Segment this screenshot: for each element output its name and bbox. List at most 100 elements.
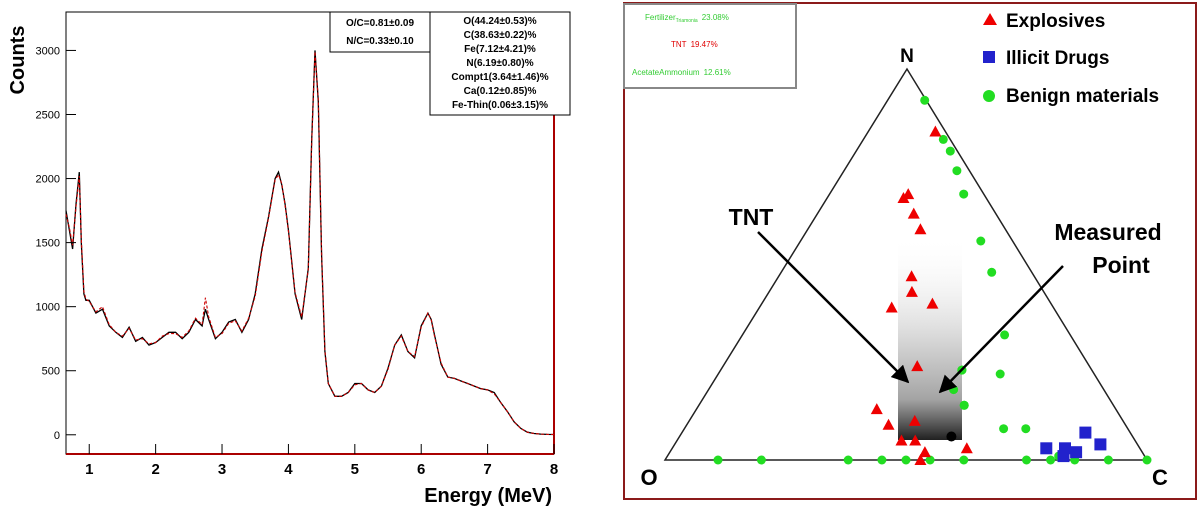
fit-value: 19.47%	[691, 40, 718, 49]
spectrum-series	[65, 50, 555, 436]
benign-point	[952, 166, 962, 176]
x-tick-label: 1	[85, 461, 93, 478]
composition-line: O(44.24±0.53)%	[463, 16, 536, 27]
measured-distribution-blob	[898, 235, 962, 440]
benign-point	[1022, 455, 1031, 465]
x-tick-label: 7	[483, 461, 491, 478]
x-tick-label: 2	[151, 461, 159, 478]
benign-point	[925, 455, 935, 465]
benign-point	[945, 146, 955, 156]
explosive-point	[914, 454, 927, 465]
explosive-point	[870, 403, 883, 415]
benign-point	[959, 400, 969, 410]
ratio-nc: N/C=0.33±0.10	[346, 36, 414, 47]
legend-explosives-label: Explosives	[1006, 11, 1105, 32]
benign-point	[1000, 330, 1010, 340]
benign-point	[938, 134, 948, 144]
vertex-label-n: N	[900, 46, 914, 67]
explosive-point	[895, 434, 908, 446]
ternary-points	[713, 95, 1152, 465]
fit-name: AcetateAmmonium	[632, 68, 700, 77]
fit-value: 12.61%	[704, 68, 731, 77]
ternary-chart: FertilizerTriamonia 23.08% TNT 19.47% Acet…	[623, 2, 1197, 500]
explosive-point	[914, 223, 927, 235]
y-tick-label: 500	[42, 366, 60, 378]
composition-lines: O(44.24±0.53)% C(38.63±0.22)% Fe(7.12±4.21…	[451, 16, 548, 111]
annotation-measured-arrow	[938, 265, 1064, 394]
fit-line-2: AcetateAmmonium 12.61%	[632, 68, 731, 77]
x-tick-label: 8	[550, 461, 558, 478]
composition-line: Fe-Thin(0.06±3.15)%	[452, 100, 548, 111]
x-tick-label: 5	[351, 461, 359, 478]
drug-point	[1059, 442, 1071, 455]
benign-point	[756, 455, 766, 465]
explosive-point	[902, 188, 915, 200]
annotation-measured-line2: Point	[1092, 252, 1150, 278]
drug-point	[1094, 438, 1107, 451]
annotation-tnt-arrow	[757, 231, 910, 384]
composition-line: C(38.63±0.22)%	[464, 30, 537, 41]
spectrum-x-axis-label: Energy (MeV)	[424, 485, 552, 507]
drug-point	[1070, 446, 1083, 459]
explosive-point	[918, 446, 931, 458]
fit-box	[623, 3, 797, 89]
benign-point	[949, 385, 959, 395]
benign-point	[1103, 455, 1113, 465]
y-tick-label: 2500	[36, 109, 60, 121]
legend-benign-label: Benign materials	[1006, 86, 1159, 107]
explosive-point	[909, 434, 922, 446]
benign-point	[1142, 455, 1152, 465]
benign-point	[713, 455, 723, 465]
explosive-point	[960, 442, 973, 454]
fit-line-1: TNT 19.47%	[671, 40, 718, 49]
fit-name: TNT	[671, 40, 687, 49]
composition-line: Fe(7.12±4.21)%	[464, 44, 536, 55]
legend: Explosives Illicit Drugs Benign material…	[983, 11, 1159, 107]
y-tick-label: 1500	[36, 238, 60, 250]
benign-point	[1021, 424, 1031, 434]
spectrum-y-axis-label: Counts	[7, 26, 29, 95]
benign-point	[999, 424, 1009, 434]
vertex-label-o: O	[640, 465, 657, 490]
composition-line: N(6.19±0.80)%	[466, 58, 533, 69]
benign-point	[920, 95, 930, 105]
measured-point	[946, 431, 957, 442]
x-tick-label: 4	[284, 461, 293, 478]
drug-point	[1040, 442, 1053, 455]
legend-triangle-marker	[983, 13, 997, 25]
fit-spectrum-line	[65, 51, 555, 436]
fit-sub: Triamonia	[676, 18, 698, 24]
y-tick-label: 1000	[36, 302, 60, 314]
explosive-point	[907, 207, 920, 219]
benign-point	[987, 267, 997, 277]
explosive-point	[926, 297, 939, 309]
benign-point	[843, 455, 853, 465]
vertex-label-c: C	[1152, 465, 1168, 490]
benign-point	[959, 455, 969, 465]
explosive-point	[929, 125, 942, 137]
drug-point	[1079, 426, 1092, 439]
explosive-point	[905, 285, 918, 297]
explosive-point	[911, 360, 924, 372]
ratio-oc: O/C=0.81±0.09	[346, 18, 414, 29]
fit-name: Fertilizer	[645, 13, 676, 22]
composition-line: Compt1(3.64±1.46)%	[451, 72, 548, 83]
benign-point	[877, 455, 887, 465]
legend-drugs-label: Illicit Drugs	[1006, 48, 1109, 69]
explosive-point	[882, 418, 895, 430]
benign-point	[1046, 455, 1056, 465]
fit-value: 23.08%	[702, 13, 729, 22]
y-tick-label: 2000	[36, 174, 60, 186]
benign-point	[901, 455, 911, 465]
explosive-point	[908, 414, 921, 426]
benign-point	[959, 189, 969, 199]
composition-line: Ca(0.12±0.85)%	[464, 86, 537, 97]
x-tick-label: 3	[218, 461, 226, 478]
